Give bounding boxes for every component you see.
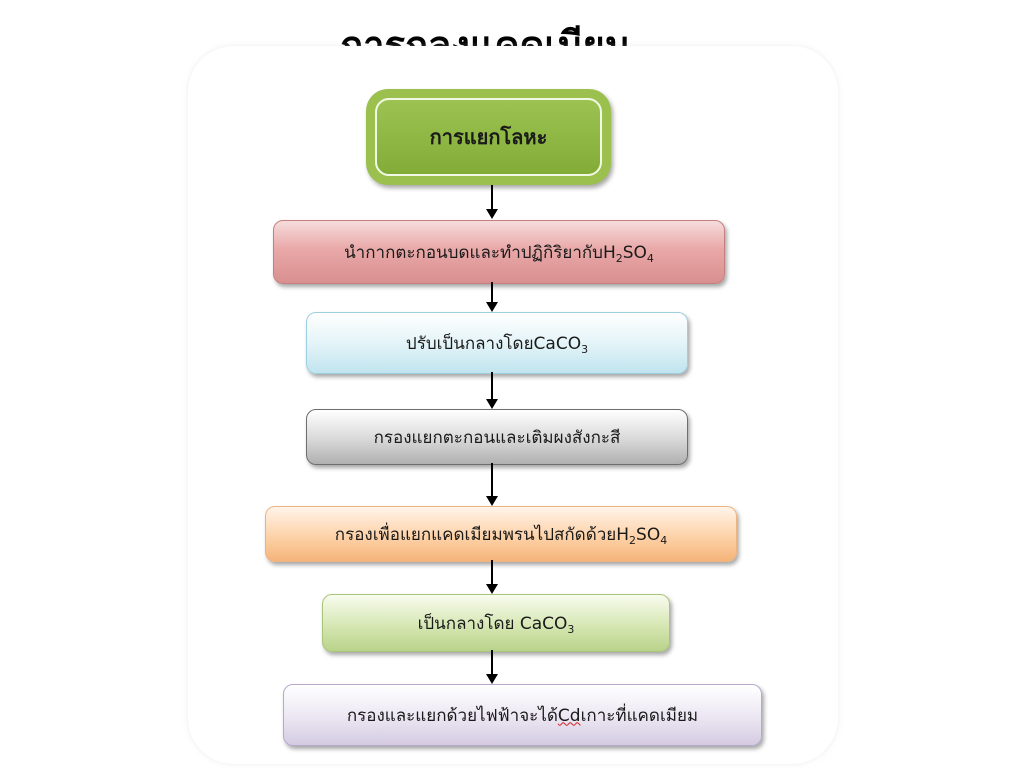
arrow-2	[484, 372, 500, 409]
step-label: ปรับเป็นกลางโดยCaCO3	[405, 333, 589, 356]
step-box-filter-add-zinc: กรองแยกตะกอนและเติมผงสังกะสี	[306, 409, 688, 465]
step-box-neutral-caco3: เป็นกลางโดย CaCO3	[322, 594, 670, 652]
step-label: กรองแยกตะกอนและเติมผงสังกะสี	[373, 427, 621, 448]
step-box-neutralize-caco3: ปรับเป็นกลางโดยCaCO3	[306, 312, 688, 374]
step-label: กรองและแยกด้วยไฟฟ้าจะได้Cdเกาะที่แคดเมีย…	[346, 705, 699, 726]
arrow-3	[484, 463, 500, 506]
arrow-4	[484, 560, 500, 594]
arrow-5	[484, 650, 500, 684]
arrow-1	[484, 282, 500, 312]
step-box-grind-react-h2so4: นำกากตะกอนบดและทำปฏิกิริยากับH2SO4	[273, 220, 725, 284]
step-box-electrolysis-cd: กรองและแยกด้วยไฟฟ้าจะได้Cdเกาะที่แคดเมีย…	[283, 684, 762, 746]
step-box-filter-extract-h2so4: กรองเพื่อแยกแคดเมียมพรนไปสกัดด้วยH2SO4	[265, 506, 737, 562]
step-label: การแยกโลหะ	[375, 98, 602, 176]
arrow-0	[484, 185, 500, 219]
step-label: นำกากตะกอนบดและทำปฏิกิริยากับH2SO4	[344, 242, 654, 265]
step-label: เป็นกลางโดย CaCO3	[417, 613, 575, 636]
step-label: กรองเพื่อแยกแคดเมียมพรนไปสกัดด้วยH2SO4	[334, 524, 668, 547]
step-box-metal-separation: การแยกโลหะ	[366, 89, 611, 185]
